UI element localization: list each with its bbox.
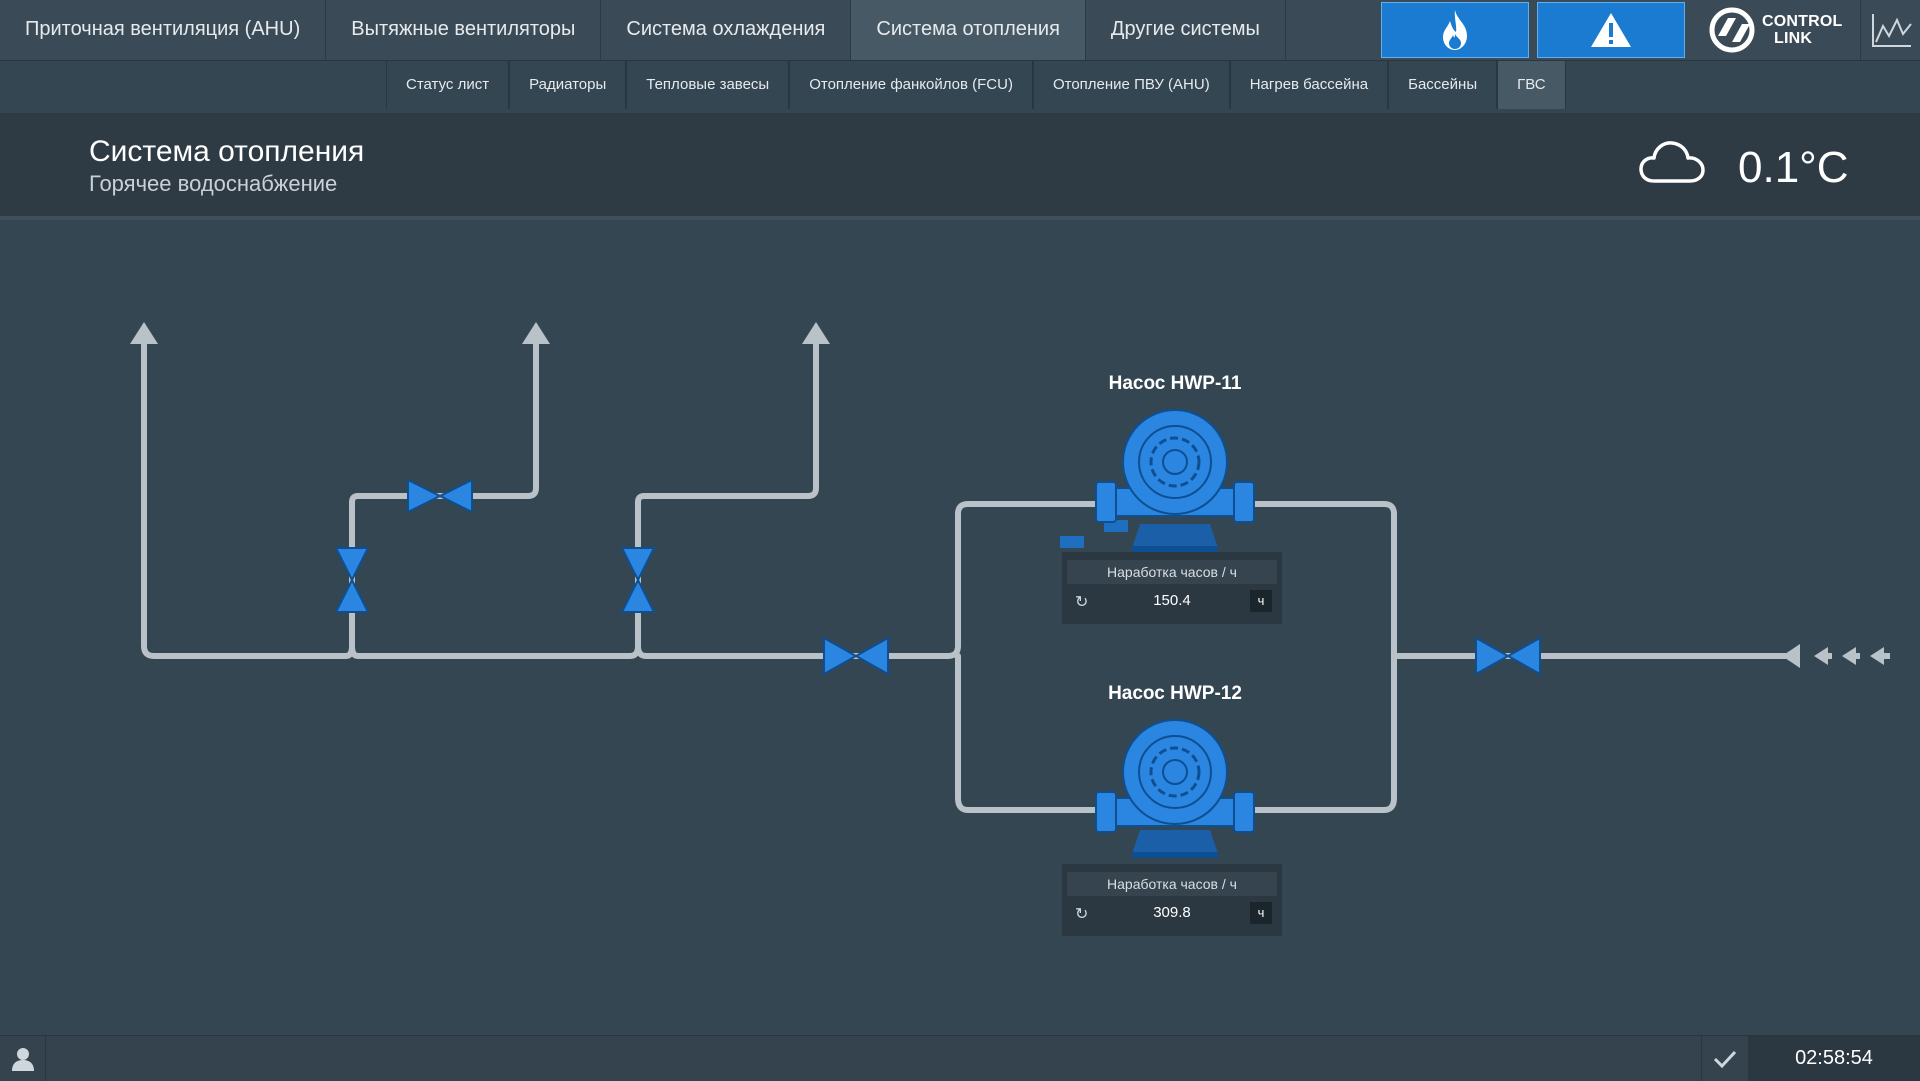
clock: 02:58:54 xyxy=(1748,1036,1920,1081)
runtime-title: Наработка часов / ч xyxy=(1067,560,1277,584)
tab-other-systems[interactable]: Другие системы xyxy=(1086,0,1286,60)
pump-hwp-11-graphic xyxy=(1060,409,1255,552)
sub-navigation: Статус лист Радиаторы Тепловые завесы От… xyxy=(0,61,1920,113)
cloud-icon xyxy=(1639,141,1705,183)
outlet-arrow-3 xyxy=(802,322,830,344)
subtab-pool-heating[interactable]: Нагрев бассейна xyxy=(1229,61,1389,109)
runtime-row: ↻ 150.4 ч xyxy=(1067,588,1277,614)
inlet-arrow-1 xyxy=(1782,644,1800,668)
pump-hwp-11-label: Насос HWP-11 xyxy=(1108,373,1242,394)
main-pipe-to-header xyxy=(635,643,961,659)
subtab-radiators[interactable]: Радиаторы xyxy=(509,61,627,109)
outlet-arrow-2 xyxy=(522,322,550,344)
pump-hwp-11-runtime-panel: Наработка часов / ч ↻ 150.4 ч xyxy=(1062,552,1282,624)
check-icon xyxy=(1713,1050,1737,1068)
refresh-icon[interactable]: ↻ xyxy=(1075,594,1089,611)
subtab-ahu-heating[interactable]: Отопление ПВУ (AHU) xyxy=(1032,61,1230,109)
valve-supply-line xyxy=(1475,636,1541,676)
branch-2-pipe xyxy=(635,327,819,649)
pump-hwp-12-label: Насос HWP-12 xyxy=(1108,683,1242,704)
pump-hwp-12-runtime-panel: Наработка часов / ч ↻ 309.8 ч xyxy=(1062,864,1282,936)
top-navigation: Приточная вентиляция (AHU) Вытяжные вент… xyxy=(0,0,1920,61)
logo-line-1: CONTROL xyxy=(1762,13,1843,30)
fire-icon xyxy=(1443,10,1467,50)
main-pipe-mid xyxy=(349,643,641,659)
trend-button[interactable] xyxy=(1860,0,1920,60)
subtab-air-curtains[interactable]: Тепловые завесы xyxy=(626,61,790,109)
main-tabs: Приточная вентиляция (AHU) Вытяжные вент… xyxy=(0,0,1286,60)
logo-line-2: LINK xyxy=(1774,30,1813,47)
refresh-icon[interactable]: ↻ xyxy=(1075,906,1089,923)
page-header: Система отопления Горячее водоснабжение … xyxy=(0,113,1920,220)
branch-1-pipe xyxy=(349,327,539,649)
outlet-arrow-1 xyxy=(130,322,158,344)
tab-ahu[interactable]: Приточная вентиляция (AHU) xyxy=(0,0,327,60)
inlet-arrow-4 xyxy=(1870,647,1884,665)
subtab-fcu-heating[interactable]: Отопление фанкойлов (FCU) xyxy=(789,61,1033,109)
runtime-title: Наработка часов / ч xyxy=(1067,872,1277,896)
runtime-unit: ч xyxy=(1250,590,1272,612)
inlet-arrow-3 xyxy=(1842,647,1856,665)
page-subtitle: Горячее водоснабжение xyxy=(89,171,338,196)
valve-main-line xyxy=(823,636,889,676)
page-title: Система отопления xyxy=(89,135,365,168)
pump-hwp-12-graphic xyxy=(1095,719,1255,858)
user-button[interactable] xyxy=(0,1036,46,1081)
valve-branch-1-vertical xyxy=(334,547,370,613)
runtime-unit: ч xyxy=(1250,902,1272,924)
alarm-button[interactable] xyxy=(1537,2,1685,58)
tab-heating[interactable]: Система отопления xyxy=(851,0,1086,60)
fire-button[interactable] xyxy=(1381,2,1529,58)
outdoor-temperature: 0.1°C xyxy=(1738,143,1849,192)
status-bar: 02:58:54 xyxy=(0,1035,1920,1081)
warning-icon xyxy=(1591,13,1631,47)
acknowledge-button[interactable] xyxy=(1701,1036,1748,1081)
tab-cooling[interactable]: Система охлаждения xyxy=(601,0,852,60)
runtime-value: 150.4 xyxy=(1153,592,1191,609)
subtab-hot-water[interactable]: ГВС xyxy=(1497,61,1566,109)
tab-exhaust-fans[interactable]: Вытяжные вентиляторы xyxy=(326,0,602,60)
logo-text: CONTROL LINK xyxy=(1762,13,1843,47)
runtime-row: ↻ 309.8 ч xyxy=(1067,900,1277,926)
sub-tabs: Статус лист Радиаторы Тепловые завесы От… xyxy=(386,61,1566,109)
hot-water-diagram: Насос HWP-11 Наработка часов / ч ↻ 150.4… xyxy=(0,220,1920,1035)
main-pipe-left xyxy=(141,327,355,659)
runtime-value: 309.8 xyxy=(1153,904,1191,921)
inlet-arrow-2 xyxy=(1814,647,1828,665)
trend-chart-icon xyxy=(1872,14,1912,47)
pipe-network xyxy=(130,322,1890,858)
valve-branch-2-vertical xyxy=(620,547,656,613)
control-link-logo: CONTROL LINK xyxy=(1708,2,1848,58)
control-link-logo-mark xyxy=(1709,7,1755,53)
subtab-pools[interactable]: Бассейны xyxy=(1388,61,1498,109)
user-icon xyxy=(11,1047,34,1071)
subtab-status-list[interactable]: Статус лист xyxy=(386,61,510,109)
valve-branch-1-horizontal xyxy=(407,478,473,514)
